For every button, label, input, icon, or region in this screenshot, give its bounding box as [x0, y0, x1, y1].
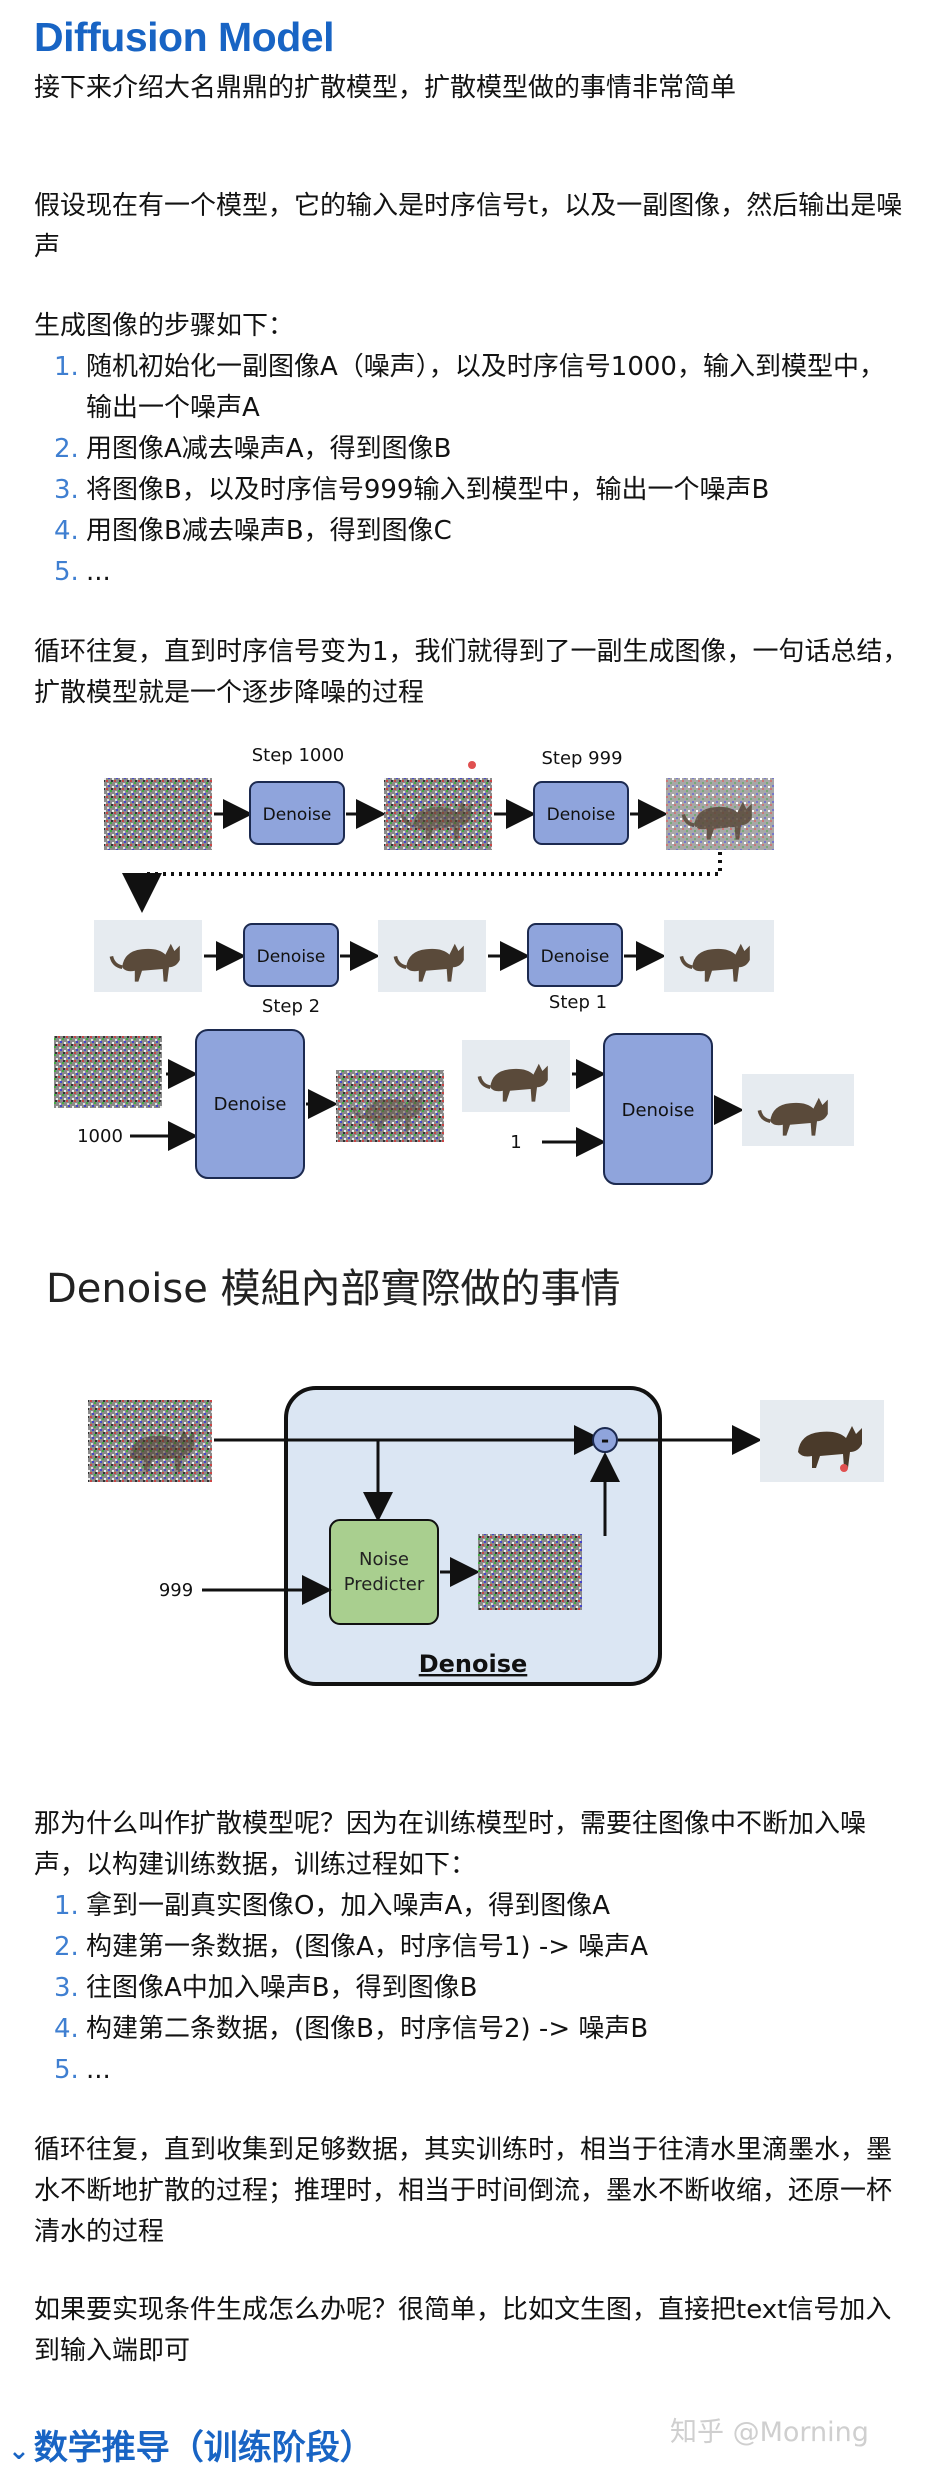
step-1000-label: Step 1000	[252, 745, 345, 766]
noise-image	[54, 1036, 162, 1108]
timestep-1000-input: 1000	[77, 1126, 123, 1147]
noise-image	[104, 778, 212, 850]
svg-text:Denoise: Denoise	[547, 805, 616, 825]
section-heading-math[interactable]: ⌄数学推导（训练阶段）	[8, 2428, 374, 2468]
denoise-label: Denoise	[419, 1650, 528, 1678]
training-steps-list: 1.拿到一副真实图像O，加入噪声A，得到图像A 2.构建第一条数据，(图像A，时…	[34, 1886, 914, 2091]
timestep-1-input: 1	[510, 1132, 521, 1153]
zhihu-watermark: 知乎 @Morning	[670, 2417, 869, 2448]
step-1-label: Step 1	[549, 992, 607, 1013]
paragraph-loop-summary: 循环往复，直到时序信号变为1，我们就得到了一副生成图像，一句话总结，扩散模型就是…	[34, 637, 909, 708]
denoise-box	[533, 781, 629, 845]
page-title: Diffusion Model	[34, 14, 334, 60]
svg-text:Noise: Noise	[359, 1549, 409, 1570]
paragraph-conditional: 如果要实现条件生成怎么办呢？很简单，比如文生图，直接把text信号加入到输入端即…	[34, 2295, 892, 2366]
list-item: 1.拿到一副真实图像O，加入噪声A，得到图像A	[54, 1891, 611, 1921]
list-item: 2.构建第一条数据，(图像A，时序信号1) -> 噪声A	[54, 1932, 649, 1962]
list-item: 4.构建第二条数据，(图像B，时序信号2) -> 噪声B	[54, 2014, 649, 2044]
predicted-noise-image	[478, 1534, 582, 1610]
denoise-box-large	[195, 1029, 305, 1179]
svg-text:Denoise: Denoise	[622, 1100, 695, 1121]
list-item: 3.将图像B，以及时序信号999输入到模型中，输出一个噪声B	[54, 475, 770, 505]
step-2-label: Step 2	[262, 996, 320, 1017]
list-item: 5....	[54, 557, 111, 587]
denoise-box-large	[603, 1033, 713, 1185]
svg-text:Denoise: Denoise	[257, 947, 326, 967]
denoise-internals-figure: Denoise 模組內部實際做的事情 Denoise - Noise Predi…	[42, 1240, 912, 1720]
svg-text:Predicter: Predicter	[344, 1574, 425, 1595]
denoise-box	[243, 923, 339, 987]
svg-text:Denoise: Denoise	[541, 947, 610, 967]
denoise-box	[527, 923, 623, 987]
generation-steps-list: 1.随机初始化一副图像A（噪声），以及时序信号1000，输入到模型中， 输出一个…	[34, 347, 914, 593]
paragraph-why-diffusion: 那为什么叫作扩散模型呢？因为在训练模型时，需要往图像中不断加入噪声，以构建训练数…	[34, 1809, 867, 1880]
list-item: 5....	[54, 2055, 111, 2085]
noise-predicter-box	[329, 1519, 439, 1625]
paragraph-model-io: 假设现在有一个模型，它的输入是时序信号t，以及一副图像，然后输出是噪声	[34, 191, 903, 262]
svg-text:-: -	[601, 1428, 609, 1452]
list-item: 2.用图像A减去噪声A，得到图像B	[54, 434, 452, 464]
svg-text:Denoise: Denoise	[214, 1094, 287, 1115]
paragraph-steps-heading: 生成图像的步骤如下：	[34, 311, 295, 341]
denoise-box	[249, 781, 345, 845]
list-item: 1.随机初始化一副图像A（噪声），以及时序信号1000，输入到模型中， 输出一个…	[54, 352, 885, 423]
chevron-down-icon[interactable]: ⌄	[8, 2436, 30, 2466]
paragraph-ink-analogy: 循环往复，直到收集到足够数据，其实训练时，相当于往清水里滴墨水，墨水不断地扩散的…	[34, 2135, 893, 2247]
denoise-internals-heading: Denoise 模組內部實際做的事情	[46, 1266, 621, 1312]
step-999-label: Step 999	[541, 748, 622, 769]
timestep-999-input: 999	[159, 1580, 193, 1601]
list-item: 3.往图像A中加入噪声B，得到图像B	[54, 1973, 478, 2003]
paragraph-intro: 接下来介绍大名鼎鼎的扩散模型，扩散模型做的事情非常简单	[34, 73, 737, 103]
diffusion-steps-figure: Step 1000 Denoise Step 999 Denoise Denoi…	[42, 740, 912, 1240]
list-item: 4.用图像B减去噪声B，得到图像C	[54, 516, 452, 546]
svg-text:Denoise: Denoise	[263, 805, 332, 825]
